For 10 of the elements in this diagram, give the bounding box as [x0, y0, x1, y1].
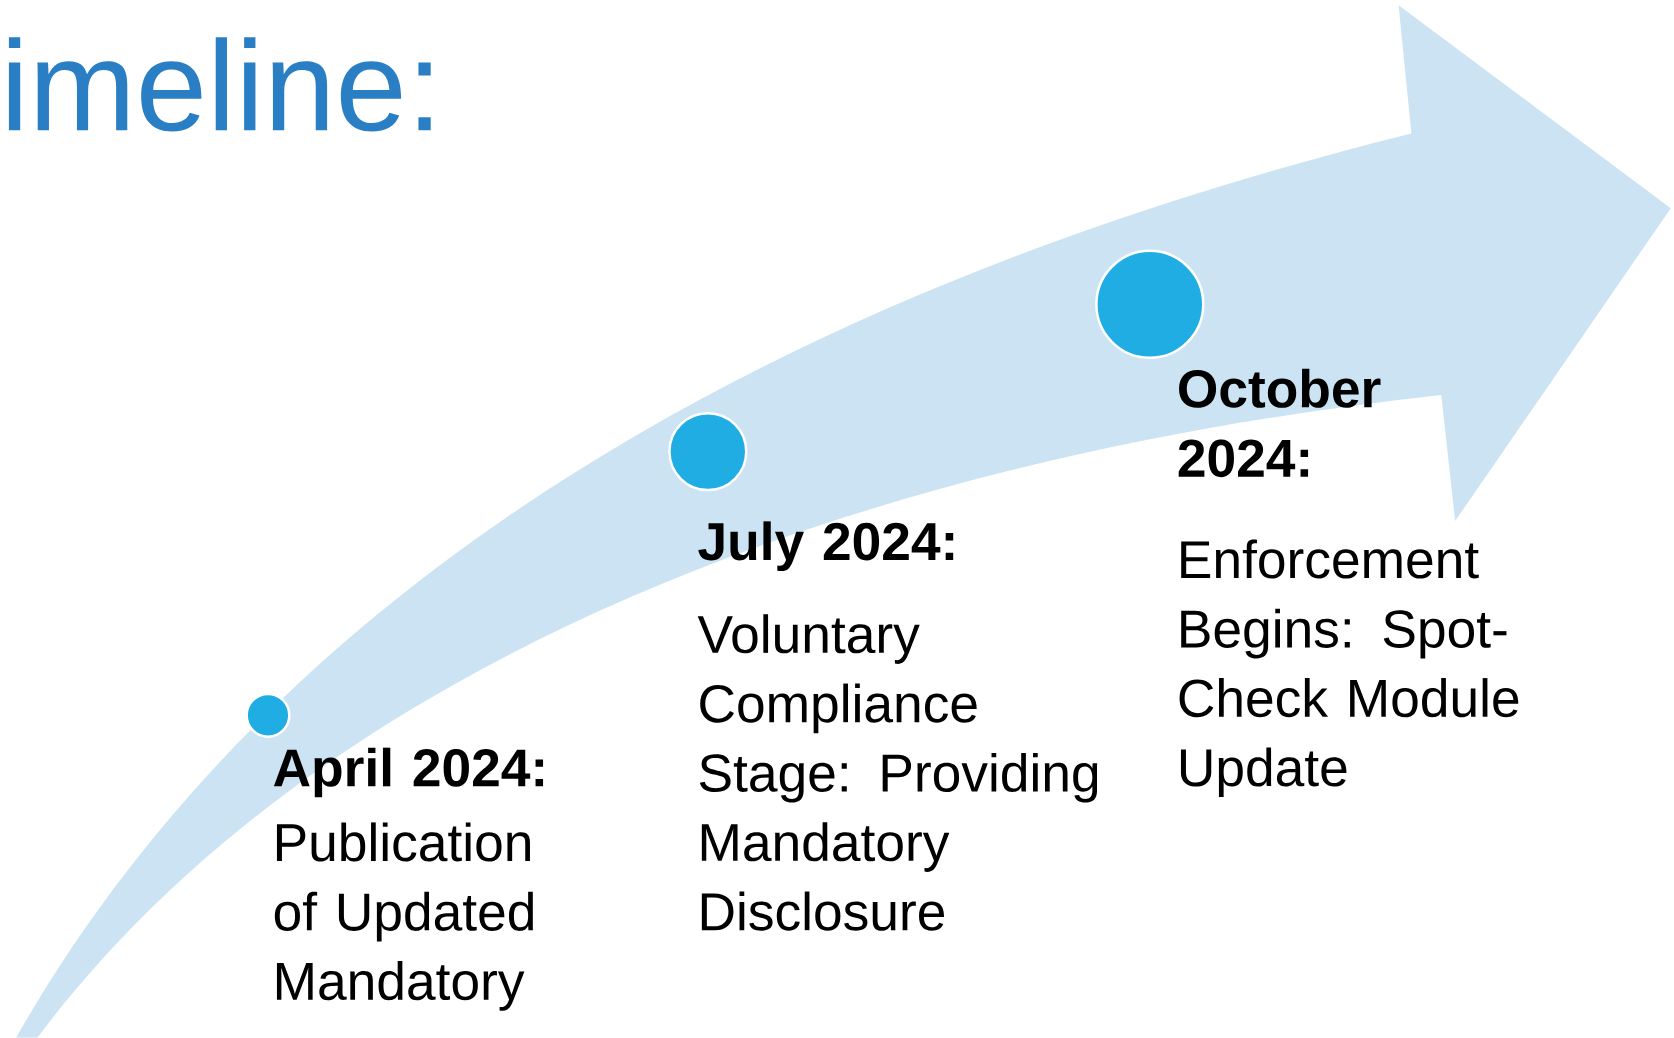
milestone-description: Enforcement Begins: Spot-Check Module Update: [1179, 539, 1519, 798]
milestone-description: Voluntary Compliance Stage: Providing Mandatory Disclosure: [697, 614, 1098, 931]
date-heading: July 2024:: [698, 521, 954, 572]
title: imeline:: [8, 37, 431, 132]
milestone-description: Publication of Updated Mandatory: [274, 822, 533, 1011]
date-heading: October 2024:: [1178, 368, 1381, 478]
timeline-dot: [668, 412, 748, 492]
timeline-dot: [245, 692, 291, 738]
timeline-dot: [1095, 249, 1205, 360]
date-heading: April 2024:: [273, 747, 544, 798]
